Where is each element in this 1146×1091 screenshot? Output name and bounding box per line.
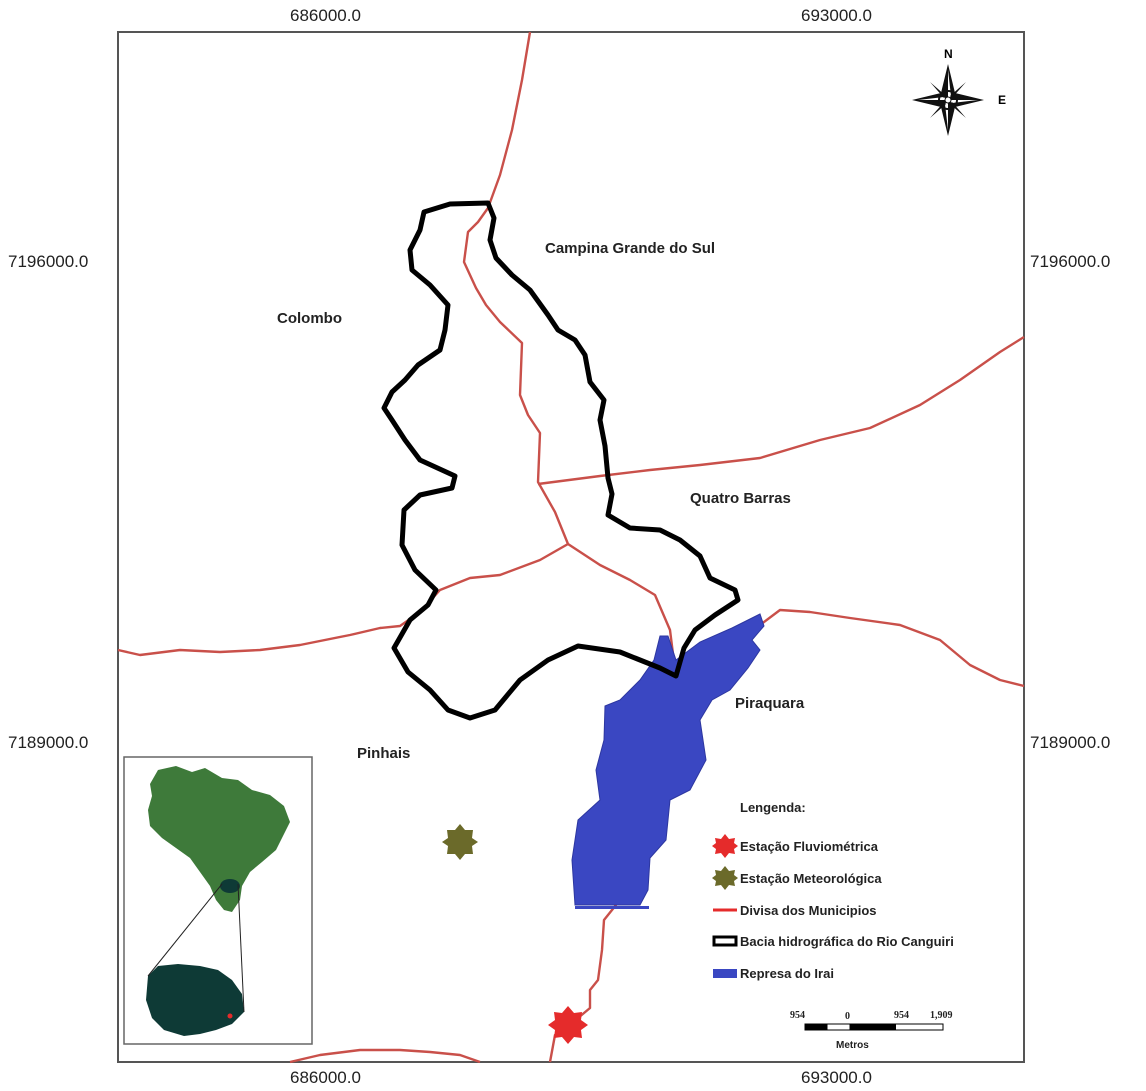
coord-top-right: 693000.0 [801, 6, 872, 25]
scale-label-zero: 0 [845, 1011, 850, 1022]
legend-item-represa: Represa do Irai [740, 964, 834, 982]
legend-bacia-icon [712, 935, 738, 947]
legend-fluviometrica-label: Estação Fluviométrica [740, 838, 878, 854]
place-quatro-barras: Quatro Barras [690, 490, 791, 507]
coord-top-left: 686000.0 [290, 6, 361, 25]
place-campina-grande-do-sul: Campina Grande do Sul [545, 240, 716, 257]
compass-north-label: N [944, 47, 953, 61]
boundary-southwest [289, 1048, 481, 1064]
boundary-west [117, 542, 569, 657]
scale-bar [804, 1023, 944, 1031]
inset-parana-highlight [220, 879, 240, 893]
place-piraquara: Piraquara [735, 695, 805, 712]
place-colombo: Colombo [277, 310, 342, 327]
scale-unit-label: Metros [836, 1040, 869, 1051]
coord-bottom-right: 693000.0 [801, 1068, 872, 1087]
legend-represa-label: Represa do Irai [740, 965, 834, 981]
coord-left-upper: 7196000.0 [8, 252, 89, 271]
legend-item-bacia: Bacia hidrográfica do Rio Canguiri [740, 932, 954, 950]
coord-left-lower: 7189000.0 [8, 733, 89, 752]
inset-brazil-shape [148, 766, 290, 912]
place-pinhais: Pinhais [357, 745, 411, 762]
basin-outline [381, 200, 741, 721]
legend-divisa-label: Divisa dos Municipios [740, 902, 877, 918]
compass-east-label: E [998, 93, 1007, 107]
legend-bacia-label: Bacia hidrográfica do Rio Canguiri [740, 933, 954, 949]
legend-item-meteorologica: Estação Meteorológica [740, 869, 882, 887]
scale-label-left: 954 [790, 1010, 805, 1021]
boundary-north [462, 31, 570, 545]
fluviometric-station-marker [548, 1006, 588, 1044]
legend-meteorologica-label: Estação Meteorológica [740, 870, 882, 886]
legend-represa-icon [713, 969, 737, 978]
legend-title: Lengenda: [740, 800, 806, 815]
reservoir-dam-line [575, 906, 649, 909]
legend-item-fluviometrica: Estação Fluviométrica [740, 837, 878, 855]
legend-item-divisa: Divisa dos Municipios [740, 901, 877, 919]
coord-right-upper: 7196000.0 [1030, 252, 1111, 271]
compass-rose-icon [912, 64, 984, 136]
inset-parana-shape [146, 964, 244, 1036]
coord-right-lower: 7189000.0 [1030, 733, 1111, 752]
reservoir-irai [571, 613, 765, 906]
inset-map [123, 756, 313, 1045]
boundary-south-branch [567, 542, 678, 679]
meteorological-station-marker [442, 824, 478, 860]
legend-meteorological-icon [712, 866, 738, 890]
scale-label-max: 1,909 [930, 1010, 953, 1021]
boundary-east [537, 335, 1025, 486]
coord-bottom-left: 686000.0 [290, 1068, 361, 1087]
legend-fluviometric-icon [712, 834, 738, 858]
scale-label-mid: 954 [894, 1010, 909, 1021]
inset-location-dot [227, 1013, 233, 1019]
